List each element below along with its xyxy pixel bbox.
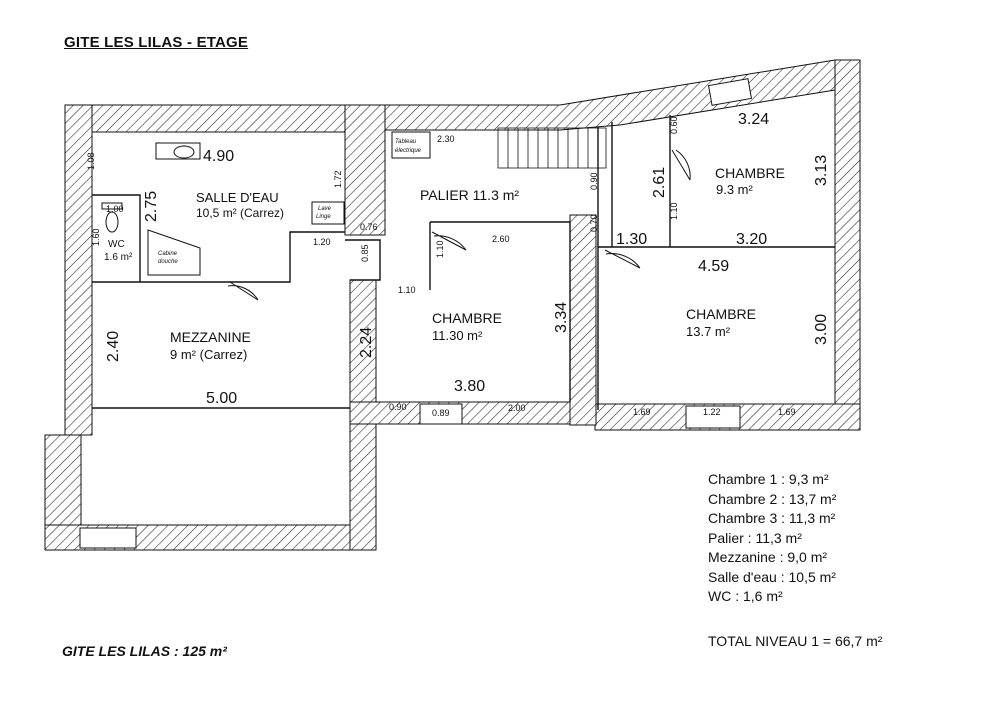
dim-0-76: 0.76 <box>360 222 378 232</box>
dim-2-61: 2.61 <box>651 167 668 198</box>
dim-0-60: 0.60 <box>669 116 679 134</box>
room-chambre-top-right-name: CHAMBRE <box>715 165 785 181</box>
dim-1-22: 1.22 <box>703 407 721 417</box>
toilet-tank <box>101 202 123 210</box>
room-labels: SALLE D'EAU 10,5 m² (Carrez) WC 1.6 m² P… <box>104 165 785 362</box>
dim-1-10-door: 1.10 <box>435 240 445 258</box>
electric-panel <box>391 131 431 159</box>
dim-2-24: 2.24 <box>358 327 375 358</box>
dim-2-60: 2.60 <box>492 234 510 244</box>
dim-1-30: 1.30 <box>616 231 647 248</box>
dim-1-69-left: 1.69 <box>633 407 651 417</box>
summary-row: Palier : 11,3 m² <box>708 529 802 546</box>
lave-label-1: Lave <box>318 206 332 212</box>
washbasin-icon <box>173 145 195 159</box>
summary-row: WC : 1,6 m² <box>708 588 783 604</box>
room-chambre-bottom-right-area: 13.7 m² <box>686 324 731 339</box>
window-top-right <box>707 78 753 106</box>
shower-cabin-icon <box>147 229 201 276</box>
footer-total: GITE LES LILAS : 125 m² <box>62 643 227 659</box>
washing-machine <box>311 201 345 225</box>
fixtures <box>101 131 431 276</box>
door-chambre-top-right <box>671 149 691 181</box>
room-salle-eau-area: 10,5 m² (Carrez) <box>196 206 284 220</box>
dim-3-20: 3.20 <box>736 231 767 248</box>
dim-1-10-wall: 1.10 <box>398 285 416 295</box>
palier-step <box>345 239 381 281</box>
wall-center-right-vertical <box>569 214 597 426</box>
washbasin-counter <box>155 142 201 160</box>
partitions <box>92 115 835 410</box>
dim-1-20: 1.20 <box>313 237 331 247</box>
summary-row: Mezzanine : 9,0 m² <box>708 549 828 565</box>
toilet-icon <box>105 211 119 233</box>
wc-wall <box>92 194 141 282</box>
window-bottom-right <box>685 405 741 429</box>
cabine-label-1: Cabine <box>158 251 178 257</box>
door-chambre-right <box>604 249 641 269</box>
wall-bottom-center <box>349 401 596 425</box>
cabine-label-2: douche <box>158 259 178 265</box>
room-mezzanine-area: 9 m² (Carrez) <box>170 347 247 362</box>
wall-salle-eau-right <box>344 104 386 236</box>
dim-0-90-bottom: 0.90 <box>389 402 407 412</box>
dim-2-30: 2.30 <box>437 134 455 144</box>
wall-top-right <box>384 59 861 131</box>
dimension-labels: 4.90 1.08 1.72 1.00 1.60 2.75 1.20 0.76 … <box>86 111 830 418</box>
dim-3-13: 3.13 <box>813 155 830 186</box>
tableau-label-2: électrique <box>395 148 422 154</box>
room-wc-name: WC <box>108 239 125 250</box>
room-wc-area: 1.6 m² <box>104 252 133 263</box>
room-salle-eau-name: SALLE D'EAU <box>196 190 279 205</box>
total-area: TOTAL NIVEAU 1 = 66,7 m² <box>708 633 883 649</box>
dim-1-69-right: 1.69 <box>778 407 796 417</box>
dim-3-34: 3.34 <box>553 302 570 333</box>
area-summary: Chambre 1 : 9,3 m² Chambre 2 : 13,7 m² C… <box>708 470 836 607</box>
dim-1-00: 1.00 <box>106 204 124 214</box>
dim-2-00: 2.00 <box>508 403 526 413</box>
summary-row: Salle d'eau : 10,5 m² <box>708 568 836 585</box>
summary-row: Chambre 1 : 9,3 m² <box>708 471 829 487</box>
doors <box>227 149 691 301</box>
dim-4-90: 4.90 <box>203 148 234 165</box>
dim-1-10-right: 1.10 <box>669 202 679 220</box>
dim-5-00: 5.00 <box>206 390 237 407</box>
salle-eau-bottom-wall <box>92 231 345 283</box>
dim-3-24: 3.24 <box>738 111 769 128</box>
room-chambre-top-right-area: 9.3 m² <box>716 182 754 197</box>
dim-1-72: 1.72 <box>333 170 343 188</box>
window-bottom-center <box>419 403 463 425</box>
dim-2-40: 2.40 <box>105 331 122 362</box>
dim-1-60: 1.60 <box>91 228 101 246</box>
dim-4-59: 4.59 <box>698 258 729 275</box>
openings <box>79 78 753 549</box>
wall-top-left <box>64 104 386 133</box>
dim-0-70: 0.70 <box>589 214 599 232</box>
fixture-labels: Tableau électrique Lave Linge Cabine dou… <box>158 139 422 265</box>
dim-0-85: 0.85 <box>360 244 370 262</box>
window-bottom-left <box>79 527 137 549</box>
lave-label-2: Linge <box>316 214 331 220</box>
wall-right <box>834 59 861 431</box>
summary-row: Chambre 2 : 13,7 m² <box>708 490 837 507</box>
stairs <box>497 127 607 169</box>
room-chambre-center-area: 11.30 m² <box>432 328 483 343</box>
page-title: GITE LES LILAS - ETAGE <box>64 34 249 51</box>
door-chambre-center <box>431 231 467 251</box>
dim-3-80: 3.80 <box>454 378 485 395</box>
room-chambre-center-name: CHAMBRE <box>432 310 502 326</box>
room-chambre-bottom-right-name: CHAMBRE <box>686 306 756 322</box>
dim-2-75: 2.75 <box>143 191 160 222</box>
dim-1-08: 1.08 <box>86 152 96 170</box>
room-palier-name: PALIER 11.3 m² <box>420 187 519 203</box>
dim-0-89: 0.89 <box>432 408 450 418</box>
room-mezzanine-name: MEZZANINE <box>170 329 251 345</box>
dim-0-90-palier: 0.90 <box>589 172 599 190</box>
door-salle-eau <box>227 281 259 301</box>
chambre-center-wall <box>430 221 571 402</box>
tableau-label-1: Tableau <box>395 139 417 145</box>
summary-row: Chambre 3 : 11,3 m² <box>708 510 836 526</box>
dim-3-00: 3.00 <box>813 314 830 345</box>
